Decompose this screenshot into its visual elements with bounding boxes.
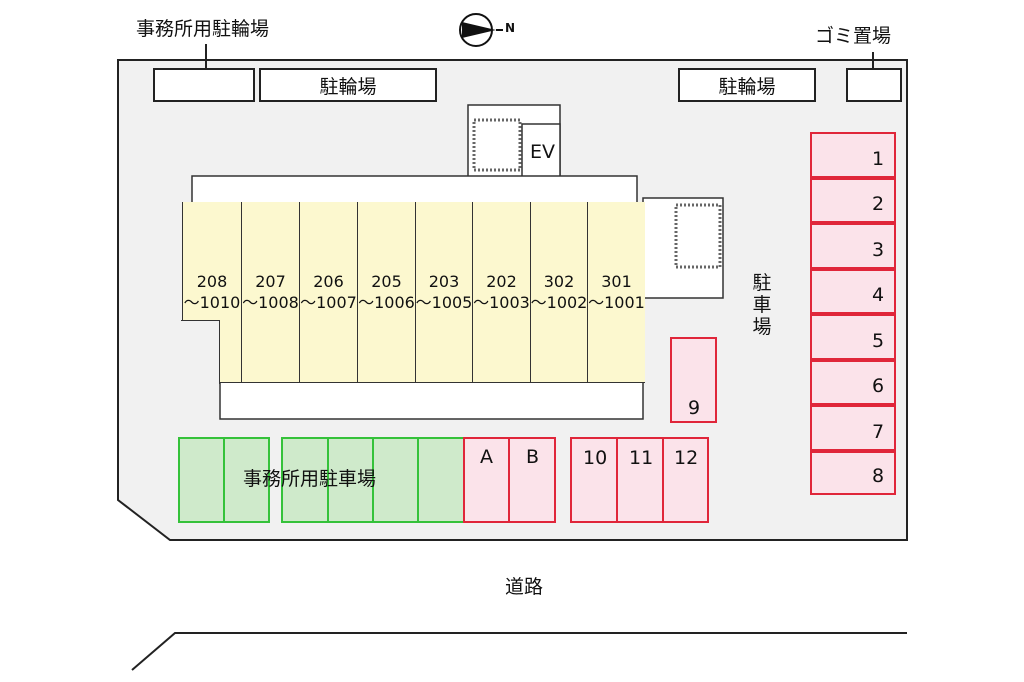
- parking-label-char: 場: [752, 316, 772, 338]
- unit-block: 205 〜1006: [357, 202, 415, 382]
- parking-space: 4: [810, 269, 896, 314]
- unit-block: 301 〜1001: [587, 202, 645, 382]
- parking-space-number: 8: [872, 465, 885, 487]
- office-parking-label: 事務所用駐車場: [243, 468, 377, 490]
- parking-space-number: 6: [872, 375, 885, 397]
- unit-block: 202 〜1003: [472, 202, 530, 382]
- unit-block: 206 〜1007: [299, 202, 357, 382]
- building-notch: [181, 320, 220, 384]
- unit-range: 〜1007: [300, 293, 357, 312]
- unit-block: 207 〜1008: [241, 202, 299, 382]
- office-parking-space: [178, 437, 225, 523]
- parking-space: A: [463, 437, 510, 523]
- right-stairs: [642, 197, 724, 299]
- compass-icon: [459, 13, 503, 47]
- parking-space-number: 2: [872, 193, 885, 215]
- parking-label-char: 車: [752, 294, 772, 316]
- office-parking-space: [372, 437, 419, 523]
- parking-space: 12: [662, 437, 709, 523]
- bicycle-parking-left: 駐輪場: [259, 68, 437, 102]
- parking-space: 1: [810, 132, 896, 178]
- parking-space-number: 7: [872, 421, 885, 443]
- unit-number: 207: [255, 272, 286, 291]
- unit-range: 〜1010: [183, 293, 241, 312]
- unit-number: 206: [313, 272, 344, 291]
- office-bicycle-box: [153, 68, 255, 102]
- unit-number: 302: [543, 272, 575, 291]
- unit-number: 205: [371, 272, 402, 291]
- road-label: 道路: [505, 576, 544, 598]
- parking-space: 7: [810, 405, 896, 451]
- parking-space-number: 5: [872, 330, 885, 352]
- parking-space: 6: [810, 360, 896, 405]
- garbage-label: ゴミ置場: [815, 25, 892, 47]
- parking-space-number: 10: [583, 447, 608, 469]
- parking-space: 10: [570, 437, 618, 523]
- parking-label-char: 駐: [752, 272, 772, 294]
- compass-n-label: N: [505, 21, 516, 35]
- parking-space-number: 9: [688, 397, 701, 419]
- bicycle-parking-right-label: 駐輪場: [718, 75, 776, 98]
- unit-range: 〜1006: [358, 293, 415, 312]
- bicycle-parking-right: 駐輪場: [678, 68, 816, 102]
- unit-number: 202: [486, 272, 517, 291]
- parking-space: 3: [810, 223, 896, 269]
- unit-number: 301: [601, 272, 632, 291]
- north-corridor: [191, 175, 638, 204]
- parking-space: B: [508, 437, 556, 523]
- road-edge: [131, 632, 907, 671]
- office-parking-space: [223, 437, 270, 523]
- parking-space: 11: [616, 437, 664, 523]
- bicycle-parking-left-label: 駐輪場: [319, 75, 377, 98]
- parking-space-number: 3: [872, 239, 885, 261]
- unit-block: 203 〜1005: [415, 202, 472, 382]
- unit-block: 302 〜1002: [530, 202, 587, 382]
- unit-range: 〜1008: [242, 293, 299, 312]
- parking-label: 駐 車 場: [752, 272, 772, 338]
- parking-space-letter: A: [480, 446, 493, 468]
- parking-space-number: 4: [872, 284, 885, 306]
- parking-space: 9: [670, 337, 717, 423]
- parking-space-letter: B: [526, 446, 540, 468]
- unit-range: 〜1005: [415, 293, 473, 312]
- parking-space: 2: [810, 178, 896, 223]
- ev-label: EV: [530, 141, 556, 163]
- parking-space: 8: [810, 451, 896, 495]
- parking-space: 5: [810, 314, 896, 360]
- parking-space-number: 12: [674, 447, 699, 469]
- south-corridor: [219, 381, 644, 420]
- office-bicycle-label: 事務所用駐輪場: [136, 18, 270, 40]
- unit-number: 208: [196, 272, 228, 291]
- office-parking-space: [417, 437, 465, 523]
- unit-range: 〜1003: [473, 293, 530, 312]
- parking-space-number: 11: [629, 447, 654, 469]
- garbage-box: [846, 68, 902, 102]
- unit-range: 〜1001: [588, 293, 645, 312]
- unit-number: 203: [428, 272, 460, 291]
- parking-space-number: 1: [872, 148, 885, 170]
- unit-range: 〜1002: [530, 293, 588, 312]
